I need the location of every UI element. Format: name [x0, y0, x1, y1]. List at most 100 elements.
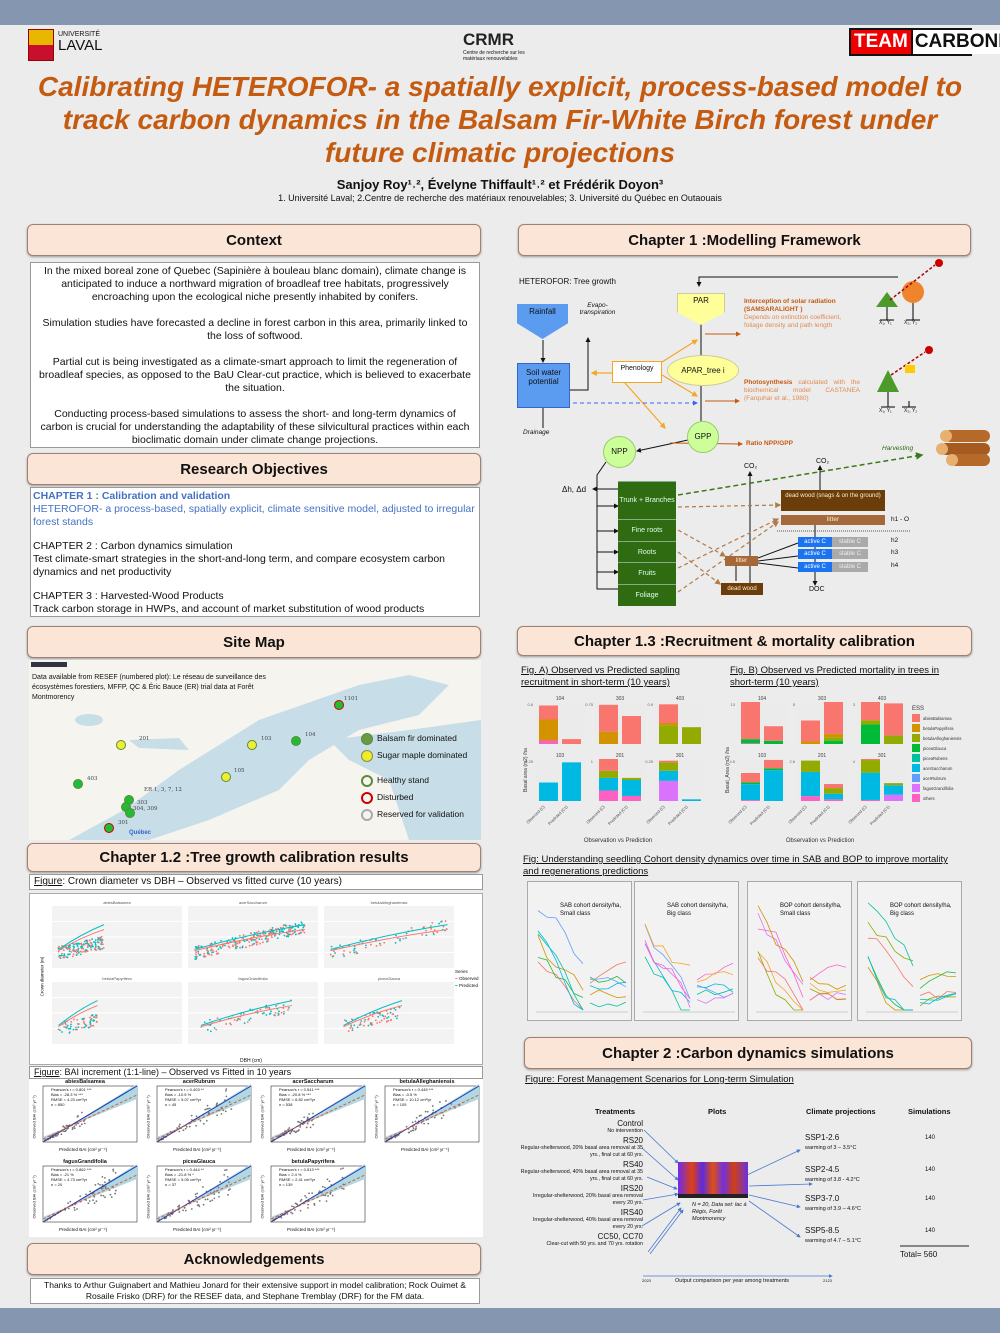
treatment-desc: Regular-shelterwood, 40% basal area remo… — [520, 1169, 643, 1182]
data-point — [289, 928, 292, 931]
simulation-count: 140 — [925, 1135, 936, 1141]
bar-segment-betulaPapyrifera — [659, 723, 678, 726]
data-point — [282, 1007, 285, 1010]
data-point — [300, 1119, 303, 1122]
data-point — [72, 949, 74, 952]
legend-swatch — [912, 734, 920, 742]
data-point — [318, 1199, 321, 1202]
y-tick-label: 4.5 — [729, 759, 735, 764]
cohort-series-line — [644, 923, 691, 966]
bar-segment-abiesBalsamea — [562, 739, 581, 744]
bai-xlabel: Predicted BAI (cm² yr⁻¹) — [59, 1227, 108, 1232]
bar-segment-abiesBalsamea — [599, 759, 618, 771]
fine-roots-node: Fine roots — [618, 519, 676, 541]
data-point — [86, 941, 89, 944]
panel-title: 201 — [616, 753, 625, 759]
data-point — [225, 1023, 228, 1025]
plot-label: 103 — [261, 736, 272, 742]
one-to-one-line — [42, 1085, 138, 1143]
data-point — [326, 1178, 329, 1181]
data-point — [414, 1128, 417, 1131]
logs-icon — [936, 430, 990, 466]
data-point — [183, 1206, 186, 1209]
data-point — [195, 956, 198, 959]
fruits-node: Fruits — [618, 562, 676, 584]
data-point — [75, 1026, 77, 1029]
data-point — [255, 937, 258, 940]
treatment-name: IRS20 — [620, 1184, 643, 1193]
data-point — [90, 945, 93, 948]
treatment-desc: Clear-cut with 50 yrs. and 70 yrs. rotat… — [546, 1241, 643, 1247]
data-point — [73, 1125, 76, 1128]
data-point — [397, 937, 399, 940]
data-point — [276, 937, 279, 940]
stat-line: Pearson's r = 0.862 *** — [51, 1167, 92, 1172]
data-point — [243, 940, 246, 942]
data-point — [69, 944, 71, 947]
x-tick-label: Observed (C) — [585, 804, 606, 825]
data-point — [243, 1022, 246, 1025]
data-point — [97, 938, 99, 941]
legend-label: piceaGlauca — [923, 746, 947, 751]
stat-line: Pearson's r = 0.801 *** — [51, 1087, 92, 1092]
data-point — [196, 1204, 199, 1207]
stat-line: RMSE = 5.05 cm²/yr — [165, 1177, 202, 1182]
data-point — [104, 1185, 107, 1188]
fit-line — [270, 1174, 366, 1220]
data-point — [79, 953, 82, 956]
data-point — [260, 938, 263, 941]
data-point — [101, 939, 104, 941]
photosynthesis-heading: Photosynthesis — [744, 379, 793, 386]
data-point — [66, 956, 69, 959]
data-point — [299, 1125, 302, 1128]
data-point — [309, 1126, 312, 1129]
bar-segment-abiesBalsamea — [861, 702, 880, 721]
data-point — [367, 1017, 370, 1020]
data-point — [383, 1017, 386, 1020]
data-point — [70, 950, 73, 953]
data-point — [264, 932, 267, 935]
data-point — [226, 940, 229, 943]
climate-scenario: SSP5-8.5 — [805, 1226, 840, 1235]
data-point — [209, 1030, 212, 1033]
data-point — [343, 955, 345, 957]
stat-line: n = 37 — [165, 1182, 177, 1187]
fitted-curve-predicted — [330, 924, 448, 950]
panel-title: 104 — [758, 696, 767, 702]
data-point — [90, 948, 93, 951]
cohort-panel: BOP cohort density/ha, Small class — [747, 881, 852, 1021]
data-point — [245, 946, 247, 949]
data-point — [207, 1107, 209, 1110]
data-point — [294, 933, 297, 936]
x-tick-label: Predicted (C1) — [607, 804, 629, 826]
bar-segment-others — [622, 795, 641, 801]
bai-ylabel: Observed BAI (cm² yr⁻¹) — [373, 1095, 379, 1139]
bai-xlabel: Predicted BAI (cm² yr⁻¹) — [173, 1147, 222, 1152]
data-point — [99, 1183, 101, 1186]
bai-panel-title: betulaAlleghaniensis — [399, 1079, 455, 1085]
data-point — [199, 954, 202, 956]
bar-segment-betulaAlleghaniensis — [884, 783, 903, 786]
city-label: Québec — [129, 830, 152, 836]
data-point — [95, 1014, 97, 1017]
cohort-series-line — [809, 993, 847, 1001]
data-point — [329, 953, 332, 956]
data-point — [384, 1015, 387, 1018]
facet-title: acerSaccharum — [239, 900, 268, 905]
stat-line: Pearson's r = 0.403 ** — [165, 1087, 204, 1092]
data-point — [349, 951, 351, 954]
bar-segment-betulaAlleghaniensis — [659, 725, 678, 744]
data-point — [418, 1114, 421, 1117]
data-point — [89, 1190, 92, 1193]
site-map[interactable]: Data available from RESEF (numbered plot… — [29, 660, 481, 840]
legend-label: Sugar maple dominated — [377, 750, 468, 760]
cohort-series-line — [757, 905, 804, 982]
stat-line: RMSE = 6.82 cm²/yr — [279, 1097, 316, 1102]
context-paragraph: Partial cut is being investigated as a c… — [39, 356, 471, 394]
data-point — [351, 1029, 354, 1032]
map-toolbar[interactable] — [31, 662, 67, 667]
data-point — [197, 950, 200, 953]
data-point — [204, 1108, 207, 1111]
